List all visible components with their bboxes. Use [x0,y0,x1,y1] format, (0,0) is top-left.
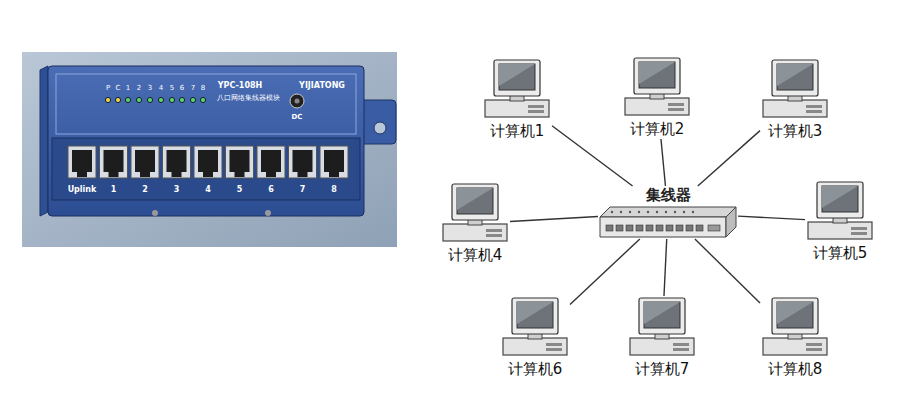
device-label: 八口网络集线器模块 [217,95,280,103]
device-label: 3 [174,186,180,195]
hub-label: 集线器 [643,186,694,205]
device-label: YPC-108H [218,82,262,91]
network-cable [552,126,633,186]
computer-label: 计算机7 [633,360,692,379]
device-label: 6 [268,186,274,195]
device-label: 3 [148,85,152,93]
network-cable [510,216,598,221]
device-label: 7 [300,186,306,195]
computer-node: 计算机8 [760,296,830,379]
computer-icon [500,296,570,358]
computer-node: 计算机1 [482,58,552,141]
device-label: 4 [159,85,163,93]
device-label: 4 [205,186,211,195]
device-label: 2 [137,85,141,93]
computer-icon [805,180,875,242]
device-label: DC [292,114,303,122]
computer-icon [482,58,552,120]
device-label: Uplink [68,186,97,195]
computer-icon [627,296,697,358]
device-label: 6 [180,85,184,93]
network-cable [738,216,805,220]
computer-label: 计算机5 [811,244,870,263]
device-label: YIJIATONG [299,82,345,91]
device-label: C [116,85,121,93]
computer-icon [760,296,830,358]
computer-node: 计算机4 [440,182,510,265]
device-label: 1 [111,186,117,195]
device-label: 8 [201,85,205,93]
hub-node: 集线器 [598,186,738,239]
hub-icon [598,205,738,239]
network-cable [698,131,760,186]
device-label: 5 [237,186,243,195]
network-cable [570,239,640,305]
device-label: 7 [191,85,195,93]
device-label: 2 [142,186,148,195]
network-cable [664,239,667,296]
computer-label: 计算机3 [766,122,825,141]
device-label: 1 [126,85,130,93]
network-cable [695,239,760,303]
computer-node: 计算机5 [805,180,875,263]
device-label: P [106,85,110,93]
network-cable [661,139,665,186]
computer-node: 计算机2 [622,56,692,139]
computer-icon [760,58,830,120]
computer-label: 计算机8 [766,360,825,379]
computer-label: 计算机6 [506,360,565,379]
computer-label: 计算机1 [488,122,547,141]
computer-node: 计算机6 [500,296,570,379]
computer-label: 计算机2 [628,120,687,139]
device-label: 5 [170,85,174,93]
computer-icon [622,56,692,118]
computer-icon [440,182,510,244]
computer-label: 计算机4 [446,246,505,265]
computer-node: 计算机3 [760,58,830,141]
device-label: 8 [331,186,337,195]
computer-node: 计算机7 [627,296,697,379]
